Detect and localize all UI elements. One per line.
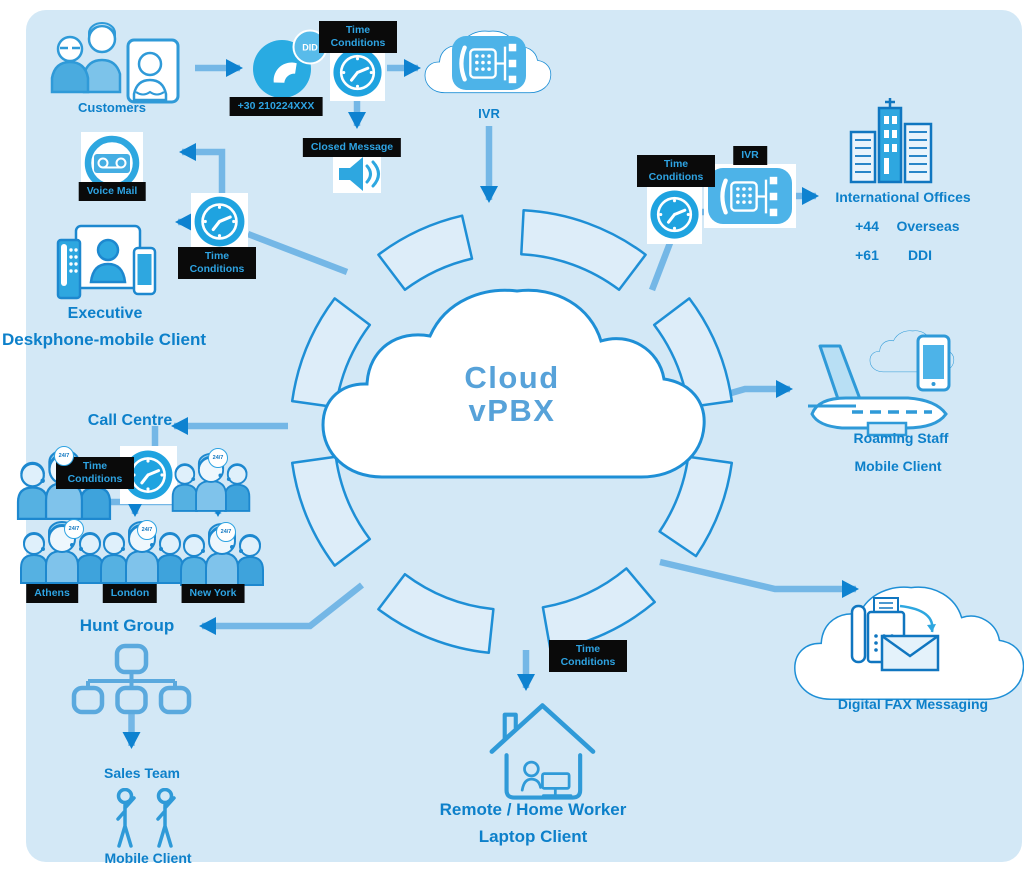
time-conditions-left-plaque: Time Conditions	[178, 247, 256, 280]
cloud-title-line1: Cloud	[464, 360, 560, 395]
pbx-ring	[290, 209, 734, 655]
customers-icon	[50, 22, 180, 104]
did-number-plaque: +30 210224XXX	[229, 97, 323, 117]
speaker-icon	[333, 155, 381, 193]
site-london-plaque: London	[102, 584, 158, 604]
voice-mail-plaque: Voice Mail	[78, 182, 146, 202]
time-conditions-clock-top-icon	[330, 45, 385, 101]
customers-label: Customers	[78, 100, 146, 115]
hunt-group-label: Hunt Group	[79, 616, 175, 635]
intl-text-2: DDI	[907, 247, 933, 263]
badge-247: 24/7	[208, 448, 228, 468]
international-offices-label: International Offices	[835, 189, 971, 205]
time-conditions-right-plaque: Time Conditions	[637, 155, 715, 188]
buildings-icon	[849, 98, 933, 184]
fax-messaging-label: Digital FAX Messaging	[837, 696, 989, 712]
ivr-right-plaque: IVR	[733, 146, 767, 166]
roaming-plane-icon	[808, 330, 955, 437]
badge-247: 24/7	[216, 522, 236, 542]
time-conditions-bottom-plaque: Time Conditions	[549, 640, 627, 673]
closed-message-plaque: Closed Message	[302, 138, 402, 158]
badge-247: 24/7	[54, 446, 74, 466]
sales-team-label: Sales Team	[103, 765, 181, 781]
time-conditions-clock-right-icon	[647, 187, 702, 244]
ivr-top-label: IVR	[478, 106, 500, 121]
remote-house-icon	[489, 703, 596, 800]
badge-247: 24/7	[137, 520, 157, 540]
cloud-vpbx-title: Cloud vPBX	[464, 360, 560, 428]
mobile-person-2-icon	[156, 788, 176, 848]
time-conditions-clock-left-icon	[191, 193, 248, 251]
executive-client-label: Deskphone-mobile Client	[1, 330, 207, 349]
site-athens-plaque: Athens	[26, 584, 78, 604]
roaming-staff-label: Roaming Staff	[853, 430, 949, 446]
intl-code-2: +61	[855, 247, 879, 263]
executive-desk-icon	[56, 224, 157, 300]
agents-group-athens-icon	[20, 521, 104, 584]
executive-label: Executive	[67, 305, 143, 322]
ivr-cloud-icon	[424, 30, 552, 94]
fax-cloud-icon	[794, 586, 1024, 700]
mobile-client-label: Mobile Client	[104, 850, 192, 866]
intl-code-1: +44	[855, 218, 879, 234]
time-conditions-top-plaque: Time Conditions	[319, 21, 397, 54]
call-centre-label: Call Centre	[87, 412, 173, 429]
ivr-box-icon	[704, 164, 796, 228]
intl-text-1: Overseas	[896, 218, 960, 234]
mobile-person-1-icon	[116, 788, 136, 848]
roaming-client-label: Mobile Client	[854, 458, 942, 474]
cloud-title-line2: vPBX	[468, 392, 556, 428]
laptop-client-label: Laptop Client	[478, 827, 588, 846]
badge-247: 24/7	[64, 519, 84, 539]
site-newyork-plaque: New York	[181, 584, 245, 604]
remote-worker-label: Remote / Home Worker	[439, 800, 627, 819]
hunt-group-tree	[71, 643, 192, 715]
